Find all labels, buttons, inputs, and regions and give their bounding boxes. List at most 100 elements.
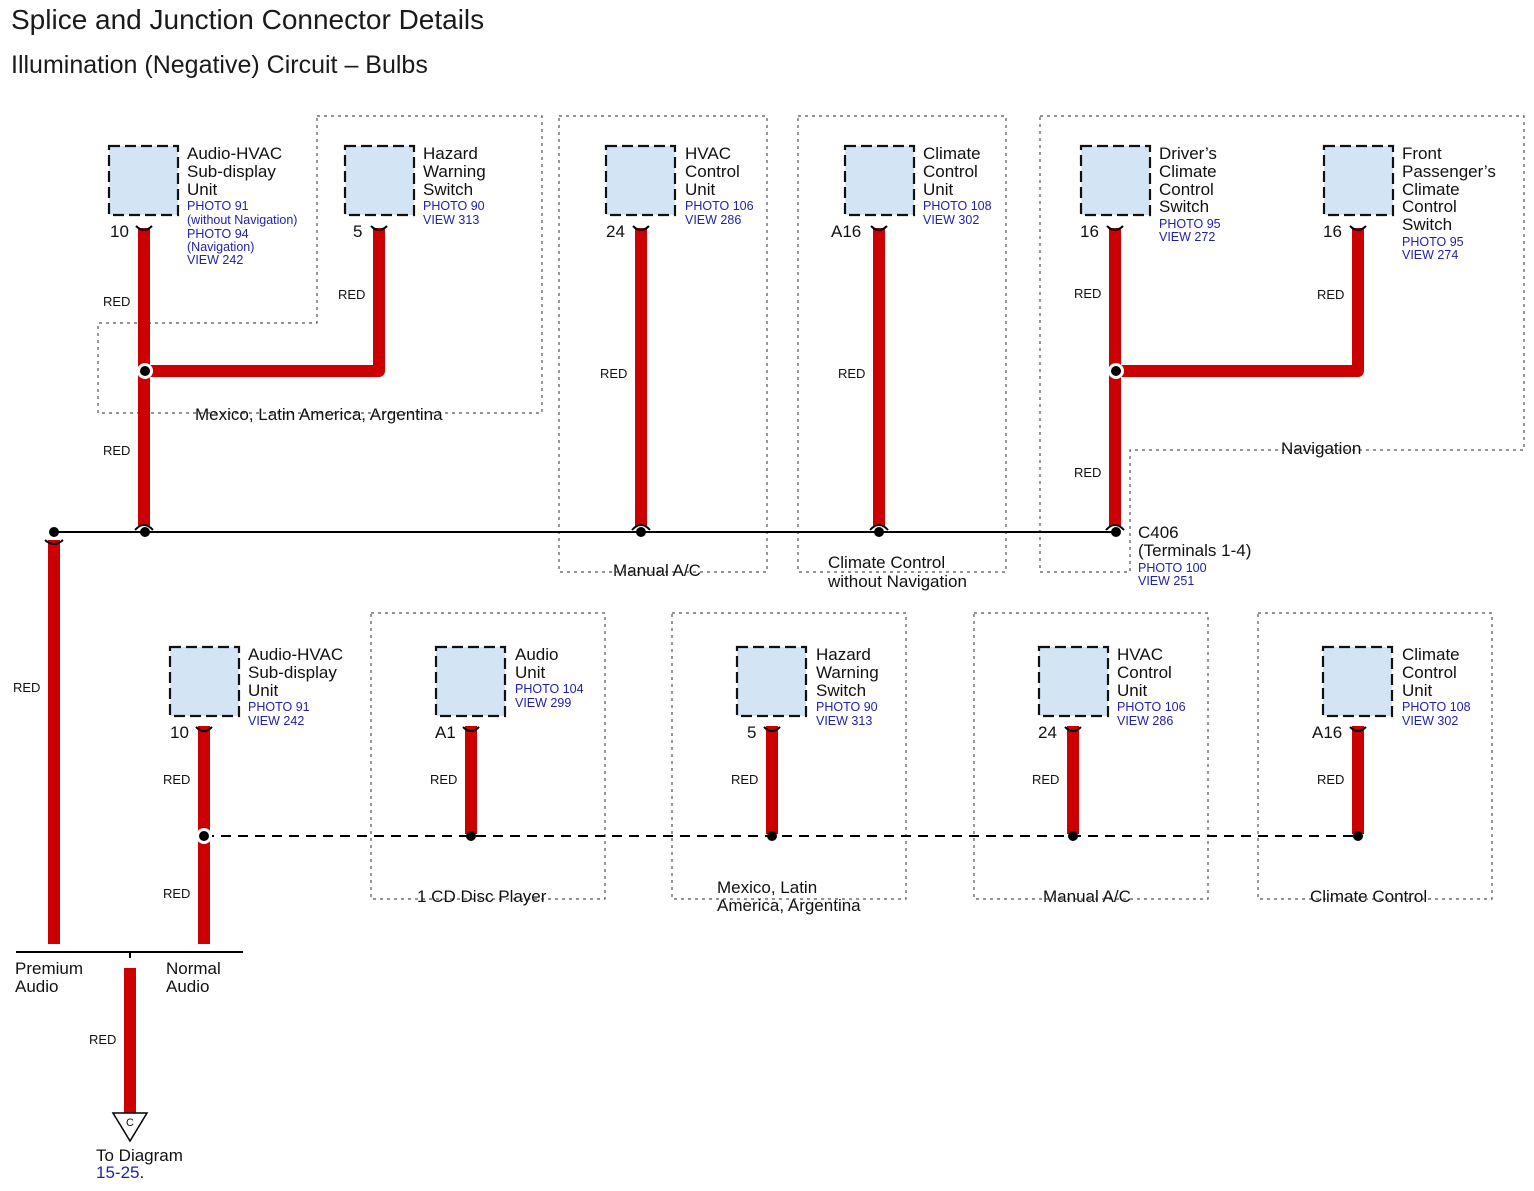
climate-bottom-ref-2[interactable]: VIEW 302	[1402, 714, 1458, 728]
audio-hvac-top-name-1: Audio-HVAC	[187, 144, 282, 163]
bus-dot-climate-top	[874, 527, 884, 537]
group-label-mexico-top: Mexico, Latin America, Argentina	[195, 405, 443, 424]
hazard-top-ref-1[interactable]: PHOTO 90	[423, 199, 485, 213]
audio-hvac-top-ref-1[interactable]: PHOTO 91	[187, 199, 249, 213]
audio-hvac-top-pin: 10	[110, 222, 129, 241]
audio-unit-ref-1[interactable]: PHOTO 104	[515, 682, 584, 696]
climate-top-wire-label: RED	[838, 366, 865, 381]
component-hvac-top	[604, 144, 677, 217]
hazard-top-name-1: Hazard	[423, 144, 478, 163]
passenger-top-pin: 16	[1323, 222, 1342, 241]
climate-top-name-2: Control	[923, 162, 978, 181]
hazard-bottom-ref-2[interactable]: VIEW 313	[816, 714, 872, 728]
normal-audio-wire-label: RED	[163, 886, 190, 901]
wire-hazard-top	[144, 228, 385, 377]
driver-top-name-4: Switch	[1159, 197, 1209, 216]
hazard-bottom-pin: 5	[747, 723, 756, 742]
climate-bottom-name-3: Unit	[1402, 681, 1433, 700]
driver-top-name-2: Climate	[1159, 162, 1217, 181]
terminal-cap-left	[44, 539, 64, 545]
driver-top-ref-2[interactable]: VIEW 272	[1159, 230, 1215, 244]
audio-unit-ref-2[interactable]: VIEW 299	[515, 696, 571, 710]
audio-hvac-bottom-name-1: Audio-HVAC	[248, 645, 343, 664]
driver-top-ref-1[interactable]: PHOTO 95	[1159, 217, 1221, 231]
climate-bottom-ref-1[interactable]: PHOTO 108	[1402, 700, 1471, 714]
climate-top-ref-2[interactable]: VIEW 302	[923, 213, 979, 227]
pin-cap-passenger-top	[1349, 225, 1367, 231]
output-wire-label: RED	[89, 1032, 116, 1047]
bus-dot-left	[49, 527, 59, 537]
hazard-top-pin: 5	[353, 222, 362, 241]
hvac-top-wire-label: RED	[600, 366, 627, 381]
hvac-top-ref-2[interactable]: VIEW 286	[685, 213, 741, 227]
audio-hvac-top-ref-5[interactable]: VIEW 242	[187, 253, 243, 267]
passenger-top-ref-2[interactable]: VIEW 274	[1402, 248, 1458, 262]
wire-passenger-top	[1115, 228, 1364, 377]
off-page-connector-icon[interactable]	[111, 1112, 149, 1143]
audio-hvac-bottom-wire-label: RED	[163, 772, 190, 787]
premium-audio-label-2: Audio	[15, 977, 58, 996]
bus-dot-climate-bottom	[1353, 831, 1363, 841]
group-box-climate-no-nav	[797, 115, 1007, 573]
audio-hvac-top-name-3: Unit	[187, 180, 218, 199]
pin-cap-hvac-top	[632, 225, 650, 231]
bus-dot-connector	[1111, 527, 1121, 537]
pin-cap-audio-unit	[462, 726, 480, 732]
climate-top-ref-1[interactable]: PHOTO 108	[923, 199, 992, 213]
audio-hvac-bottom-ref-1[interactable]: PHOTO 91	[248, 700, 310, 714]
hvac-bottom-name-3: Unit	[1117, 681, 1148, 700]
passenger-top-name-4: Control	[1402, 197, 1457, 216]
passenger-top-wire-label: RED	[1317, 287, 1344, 302]
hvac-bottom-name-2: Control	[1117, 663, 1172, 682]
pin-cap-driver-top	[1106, 225, 1124, 231]
pin-cap-hvac-bottom	[1064, 726, 1082, 732]
audio-hvac-bottom-name-2: Sub-display	[248, 663, 337, 682]
pin-cap-hazard-bottom	[763, 726, 781, 732]
audio-hvac-top-ref-3[interactable]: PHOTO 94	[187, 227, 249, 241]
group-label-mexico-bottom-2: America, Argentina	[717, 896, 861, 915]
normal-audio-label-1: Normal	[166, 959, 221, 978]
terminal-cap-connector	[1105, 524, 1125, 531]
hvac-top-ref-1[interactable]: PHOTO 106	[685, 199, 754, 213]
hazard-top-name-3: Switch	[423, 180, 473, 199]
splice-point-bottom	[199, 831, 209, 841]
group-label-manual-ac-bottom: Manual A/C	[1043, 887, 1131, 906]
connector-ref-2[interactable]: VIEW 251	[1138, 574, 1194, 588]
group-label-manual-ac-top: Manual A/C	[613, 561, 701, 580]
splice-point-nav	[1111, 366, 1121, 376]
audio-hvac-bottom-ref-2[interactable]: VIEW 242	[248, 714, 304, 728]
group-label-climate-no-nav-1: Climate Control	[828, 553, 945, 572]
component-hazard-top	[343, 144, 416, 217]
hvac-top-name-1: HVAC	[685, 144, 731, 163]
passenger-top-ref-1[interactable]: PHOTO 95	[1402, 235, 1464, 249]
diagram-title: Splice and Junction Connector Details	[11, 4, 484, 35]
hazard-bottom-name-1: Hazard	[816, 645, 871, 664]
pin-cap-audio-top	[135, 225, 153, 231]
hazard-bottom-name-3: Switch	[816, 681, 866, 700]
hazard-top-name-2: Warning	[423, 162, 486, 181]
hazard-bottom-ref-1[interactable]: PHOTO 90	[816, 700, 878, 714]
hazard-bottom-name-2: Warning	[816, 663, 879, 682]
audio-unit-name-2: Unit	[515, 663, 546, 682]
bus-dot-audio-unit	[466, 831, 476, 841]
hvac-bottom-ref-2[interactable]: VIEW 286	[1117, 714, 1173, 728]
group-box-climate-control	[1257, 612, 1493, 900]
terminal-cap-hvac-top	[631, 524, 651, 531]
group-box-navigation	[1039, 115, 1525, 573]
to-diagram-link[interactable]: 15-25	[96, 1163, 139, 1182]
bus-dot-hvac-bottom	[1068, 831, 1078, 841]
hvac-bottom-ref-1[interactable]: PHOTO 106	[1117, 700, 1186, 714]
connector-ref-1[interactable]: PHOTO 100	[1138, 561, 1207, 575]
group-box-mexico-top	[97, 115, 543, 414]
nav-lower-wire-label: RED	[1074, 465, 1101, 480]
group-box-manual-ac-bottom	[973, 612, 1209, 900]
driver-top-name-3: Control	[1159, 180, 1214, 199]
hazard-bottom-wire-label: RED	[731, 772, 758, 787]
passenger-top-name-1: Front	[1402, 144, 1442, 163]
climate-bottom-name-1: Climate	[1402, 645, 1460, 664]
audio-hvac-bottom-name-3: Unit	[248, 681, 279, 700]
hazard-top-ref-2[interactable]: VIEW 313	[423, 213, 479, 227]
component-driver-top	[1079, 144, 1152, 217]
group-box-cd-player	[370, 612, 606, 900]
